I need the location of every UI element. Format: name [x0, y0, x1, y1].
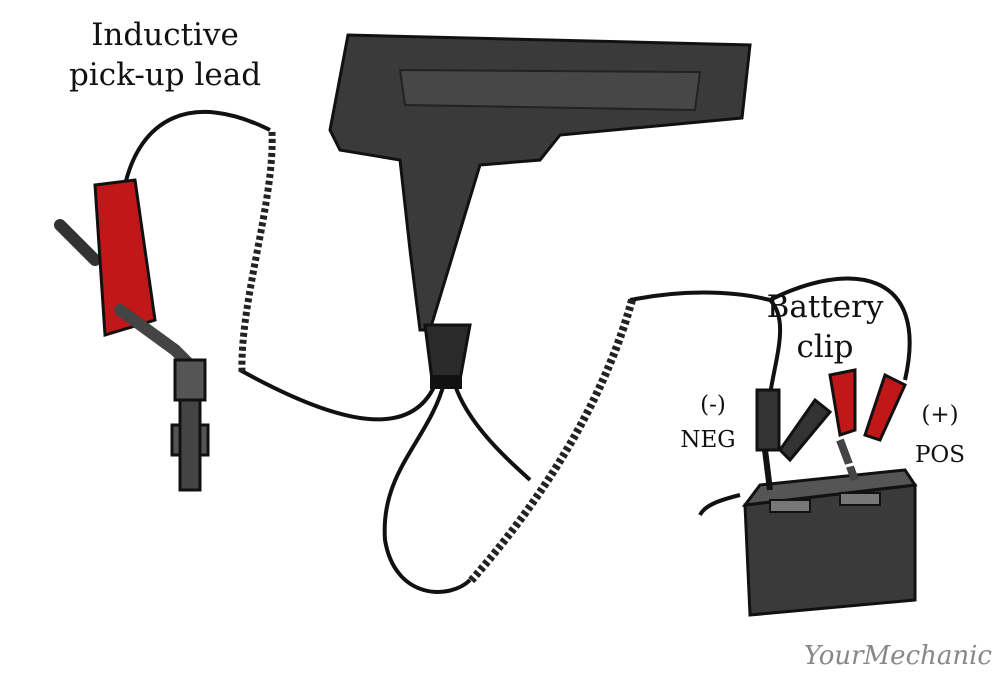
- battery-clip-label-line1: Battery: [766, 289, 884, 325]
- neg-sign-label: (-): [700, 392, 726, 418]
- negative-clip: [755, 388, 833, 491]
- timing-light-gun: [328, 33, 752, 389]
- pos-sign-label: (+): [921, 402, 959, 428]
- coiled-cord-right: [467, 298, 636, 585]
- coiled-cord-left: [238, 131, 276, 373]
- battery-clip-label-line2: clip: [796, 329, 854, 365]
- battery: [741, 468, 918, 617]
- cables: [123, 110, 912, 594]
- pos-label: POS: [914, 442, 966, 468]
- inductive-clamp: [54, 178, 210, 492]
- neg-label: NEG: [680, 427, 736, 453]
- positive-clip: [828, 368, 907, 482]
- inductive-label-line2: pick-up lead: [68, 57, 262, 93]
- watermark-logo: YourMechanic: [803, 641, 992, 671]
- inductive-label-line1: Inductive: [91, 17, 239, 53]
